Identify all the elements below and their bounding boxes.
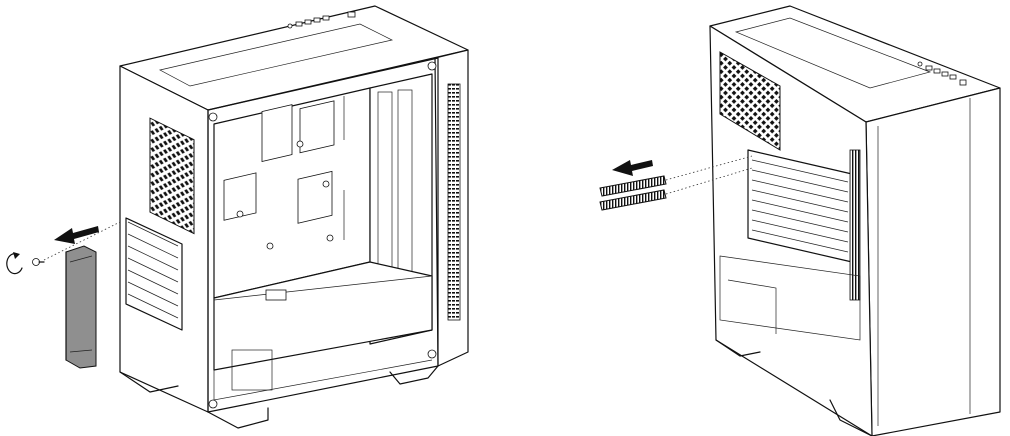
left-case-foot-front — [207, 407, 269, 429]
arrow-left-icon — [54, 226, 99, 244]
left-case-foot-rear — [389, 365, 439, 385]
right-case-rear-fan-mesh — [719, 51, 781, 151]
removed-slot-cover-bracket — [65, 245, 97, 369]
right-case-front-panel — [865, 87, 1001, 436]
left-case-rear-fan-mesh — [149, 117, 195, 235]
left-case-top-io — [287, 11, 356, 29]
screw-icon — [32, 258, 45, 266]
left-case-tray-cutouts — [223, 100, 335, 250]
left-case-expansion-slots — [125, 217, 183, 331]
right-case-top-io — [917, 61, 967, 86]
right-guide-lines — [665, 155, 753, 195]
rotate-screw-icon — [6, 252, 23, 275]
removed-slot-covers — [599, 175, 667, 211]
left-case — [119, 5, 469, 429]
left-case-psu-shroud — [213, 261, 433, 371]
left-case-front-vent — [447, 83, 461, 321]
right-case — [709, 5, 1001, 436]
arrow-left-icon — [612, 160, 653, 176]
